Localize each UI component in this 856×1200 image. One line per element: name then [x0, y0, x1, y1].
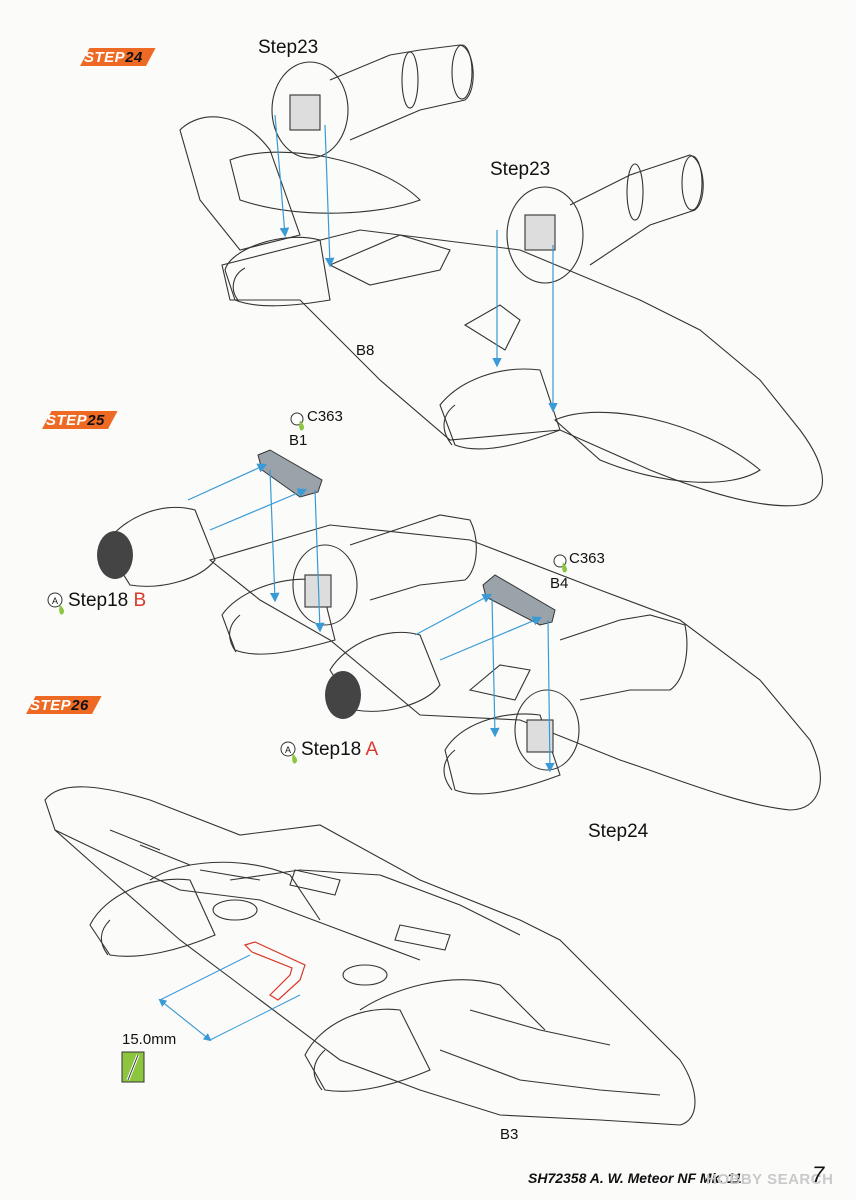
step18a-letter: A	[365, 739, 379, 760]
paint-code-c363-a: C363	[307, 408, 343, 425]
step18a-ref: Step18 A	[301, 740, 378, 759]
paint-drop-icon-b4	[553, 554, 568, 573]
paint-drop-icon-b1	[290, 412, 305, 431]
glue-icon-step18b: A	[47, 592, 65, 615]
glue-icon-step18a: A	[280, 741, 298, 764]
step24-ref: Step24	[588, 821, 649, 842]
svg-text:A: A	[52, 596, 58, 606]
dimension-15mm	[158, 954, 301, 1042]
page-number: 7	[812, 1162, 825, 1187]
intake-right	[325, 631, 441, 719]
product-code-footer: SH72358 A. W. Meteor NF Mk. 11	[528, 1170, 742, 1186]
part-label-b1: B1	[289, 432, 308, 449]
part-b1-panel	[257, 449, 323, 498]
step18a-text: Step18	[301, 739, 362, 760]
dimension-label: 15.0mm	[122, 1031, 177, 1048]
step23-ref-right: Step23	[490, 159, 551, 180]
cut-line-marking	[243, 941, 306, 1001]
step23-ref-left: Step23	[258, 37, 319, 58]
svg-text:A: A	[285, 745, 291, 755]
part-label-b8: B8	[356, 342, 375, 359]
step25-arrows	[187, 463, 555, 773]
step25-drawing	[208, 514, 821, 811]
step18b-ref: Step18 B	[68, 591, 146, 610]
step26-drawing	[44, 786, 696, 1126]
part-label-b4: B4	[550, 575, 569, 592]
step18b-text: Step18	[68, 590, 129, 611]
knife-cut-icon	[121, 1051, 145, 1083]
step24-arrows	[274, 114, 558, 413]
paint-code-c363-b: C363	[569, 550, 605, 567]
intake-left	[97, 506, 216, 587]
step24-drawing	[179, 44, 823, 507]
step18b-letter: B	[133, 590, 147, 611]
watermark: HOBBY SEARCH	[706, 1171, 834, 1188]
part-b4-panel	[482, 574, 556, 626]
part-label-b3: B3	[500, 1126, 519, 1143]
